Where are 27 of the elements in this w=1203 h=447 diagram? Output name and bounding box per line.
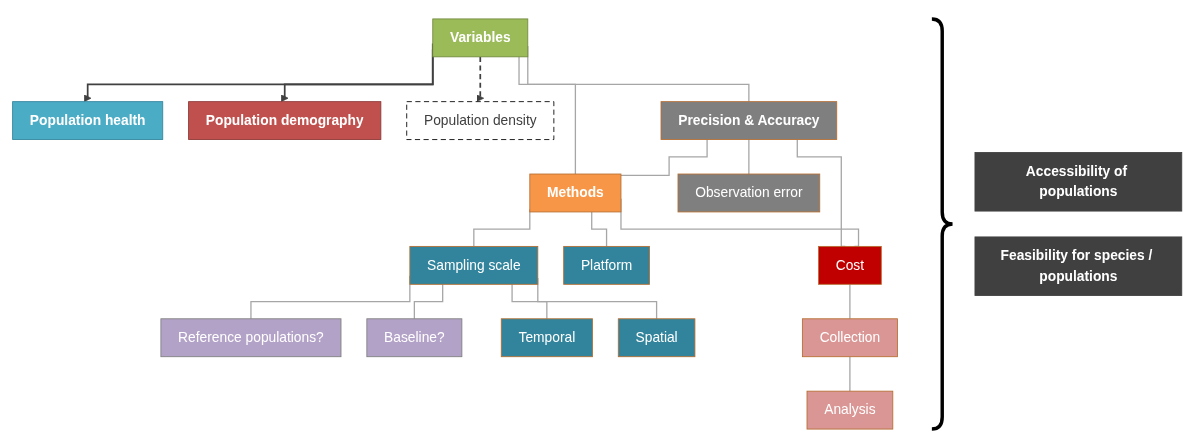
node-box: Reference populations?: [160, 317, 342, 357]
node-box: Analysis: [806, 390, 894, 429]
node-box: Methods: [529, 173, 622, 212]
connector: [511, 283, 548, 319]
connector: [748, 138, 750, 175]
connector: [413, 283, 444, 319]
node-box: Collection: [801, 317, 898, 357]
node-box: Spatial: [617, 317, 696, 357]
connector: [849, 355, 851, 392]
node-box: Precision & Accuracy: [660, 100, 838, 140]
node-box: Platform: [563, 245, 650, 285]
node-box: Sampling scale: [409, 245, 539, 285]
node-box: Cost: [818, 245, 882, 285]
connector: [591, 210, 608, 247]
connector: [849, 283, 851, 319]
arrow: [476, 55, 485, 102]
node-box: Accessibility of populations: [974, 151, 1183, 211]
node-box: Temporal: [500, 317, 593, 357]
node-box: Population density: [406, 100, 555, 140]
connector: [620, 138, 708, 176]
node-box: Observation error: [677, 173, 821, 212]
connector: [518, 55, 577, 175]
node-box: Variables: [432, 18, 529, 57]
node-box: Population demography: [188, 100, 382, 140]
node-box: Population health: [12, 100, 164, 140]
node-box: Baseline?: [366, 317, 463, 357]
node-box: Feasibility for species / populations: [974, 236, 1183, 296]
